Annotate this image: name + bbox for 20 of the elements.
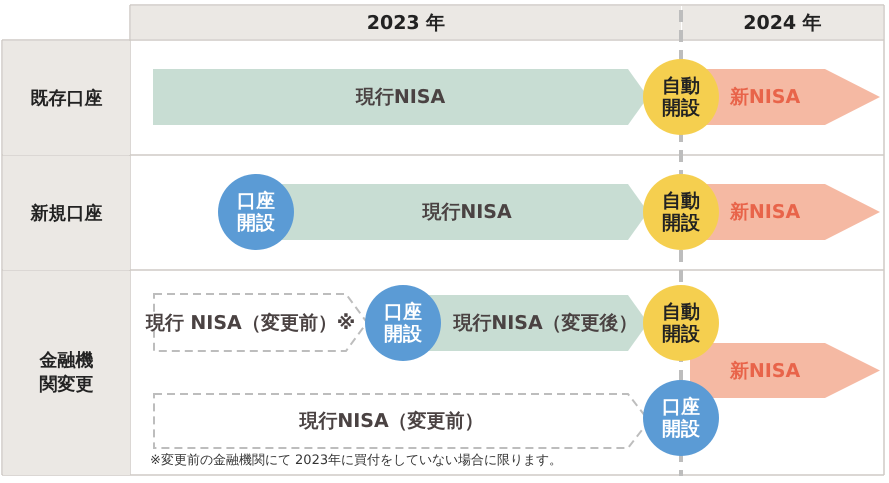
row-header: 金融機関変更	[3, 271, 130, 475]
arrow-label: 現行NISA	[422, 200, 512, 225]
arrow-label: 現行 NISA（変更前）※	[146, 310, 356, 336]
column-header: 2024 年	[682, 6, 883, 39]
circle-badge: 自動開設	[643, 285, 719, 361]
circle-badge: 自動開設	[643, 59, 719, 135]
footnote: ※変更前の金融機関にて 2023年に買付をしていない場合に限ります。	[150, 452, 564, 470]
circle-badge: 口座開設	[643, 380, 719, 456]
circle-badge: 口座開設	[365, 285, 441, 361]
arrow-label: 新NISA	[730, 358, 800, 384]
arrow-label: 現行NISA（変更後）	[453, 311, 638, 336]
circle-badge: 口座開設	[218, 174, 294, 250]
arrow-label: 新NISA	[730, 200, 800, 225]
arrow-label: 現行NISA	[356, 85, 446, 110]
row-header: 既存口座	[3, 41, 130, 155]
arrow-label: 新NISA	[730, 85, 800, 110]
row-header: 新規口座	[3, 156, 130, 270]
arrow-label: 現行NISA（変更前）	[299, 409, 484, 434]
column-header: 2023 年	[131, 6, 681, 39]
circle-badge: 自動開設	[643, 174, 719, 250]
